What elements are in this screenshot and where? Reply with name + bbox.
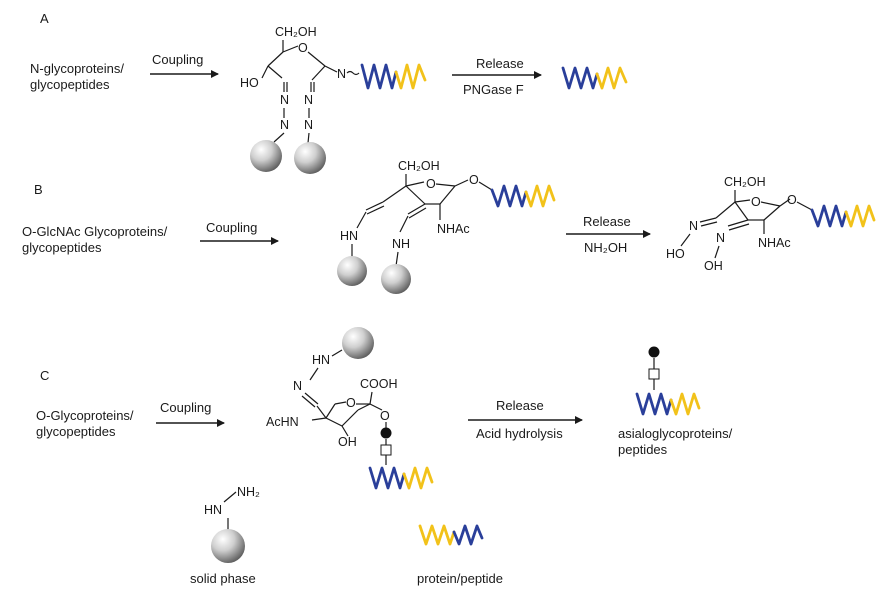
section-a-label: A bbox=[40, 11, 49, 26]
legend-hn: HN bbox=[204, 503, 222, 517]
section-c-product-sugar-dot bbox=[648, 346, 660, 358]
section-b-nh: NH bbox=[392, 237, 410, 251]
section-c-oh: OH bbox=[338, 435, 357, 449]
section-b-bead-1 bbox=[337, 256, 367, 286]
section-b-bead-2 bbox=[381, 264, 411, 294]
legend-solid-phase: NH₂ HN solid phase bbox=[190, 485, 260, 586]
section-a-substrate-line1: N-glycoproteins/ bbox=[30, 61, 124, 76]
legend: NH₂ HN solid phase protein/peptide bbox=[190, 485, 503, 586]
section-b-ring-o: O bbox=[426, 177, 436, 191]
section-c-substrate-line2: glycopeptides bbox=[36, 424, 116, 439]
section-b-release-label: Release bbox=[583, 214, 631, 229]
section-c-n: N bbox=[293, 379, 302, 393]
section-c-product-sugar-square bbox=[648, 368, 660, 380]
section-b-link-o: O bbox=[469, 173, 479, 187]
section-b-hn: HN bbox=[340, 229, 358, 243]
section-a-n3: N bbox=[280, 118, 289, 132]
section-b-product-nhac: NHAc bbox=[758, 236, 791, 250]
section-a-release-reagent: PNGase F bbox=[463, 82, 524, 97]
section-c-product-line2: peptides bbox=[618, 442, 668, 457]
section-a-bead-2 bbox=[294, 142, 326, 174]
section-a-peptide-chain bbox=[360, 63, 427, 90]
section-c-bead bbox=[342, 327, 374, 359]
section-b-substrate-line2: glycopeptides bbox=[22, 240, 102, 255]
section-a-product-peptide bbox=[561, 66, 628, 90]
section-a-ring-o: O bbox=[298, 41, 308, 55]
section-b-product-ring-o: O bbox=[751, 195, 761, 209]
legend-protein-label: protein/peptide bbox=[417, 571, 503, 586]
section-b: B O-GlcNAc Glycoproteins/ glycopeptides … bbox=[22, 159, 876, 294]
section-c-bead-structure: HN N AcHN OH O COOH O bbox=[266, 327, 434, 490]
section-a-coupling-label: Coupling bbox=[152, 52, 203, 67]
section-c-product-peptide bbox=[635, 392, 701, 416]
section-c-cooh: COOH bbox=[360, 377, 398, 391]
section-c: C O-Glycoproteins/ glycopeptides Couplin… bbox=[36, 327, 733, 490]
section-a-n2: N bbox=[280, 93, 289, 107]
section-c-sugar-square bbox=[380, 444, 392, 456]
section-a-n4: N bbox=[304, 93, 313, 107]
section-b-product-peptide bbox=[810, 204, 876, 228]
section-a-n5: N bbox=[304, 118, 313, 132]
section-c-hn: HN bbox=[312, 353, 330, 367]
section-c-label: C bbox=[40, 368, 49, 383]
legend-nh2: NH₂ bbox=[237, 485, 260, 499]
section-b-product-n2: N bbox=[716, 231, 725, 245]
section-c-release-reagent: Acid hydrolysis bbox=[476, 426, 563, 441]
legend-solid-phase-label: solid phase bbox=[190, 571, 256, 586]
section-b-product-oh: OH bbox=[704, 259, 723, 273]
section-c-sugar-dot bbox=[380, 427, 392, 439]
section-c-peptide-chain bbox=[368, 466, 434, 490]
section-b-product-link-o: O bbox=[787, 193, 797, 207]
section-c-link-o: O bbox=[380, 409, 390, 423]
section-b-label: B bbox=[34, 182, 43, 197]
section-a-n-link: N bbox=[337, 67, 346, 81]
section-b-peptide-chain bbox=[490, 184, 556, 208]
section-a-ch2oh: CH₂OH bbox=[275, 25, 317, 39]
section-a: A N-glycoproteins/ glycopeptides Couplin… bbox=[30, 11, 628, 174]
section-b-product-ho: HO bbox=[666, 247, 685, 261]
section-b-product-ch2oh: CH₂OH bbox=[724, 175, 766, 189]
section-c-substrate-line1: O-Glycoproteins/ bbox=[36, 408, 134, 423]
section-c-coupling-label: Coupling bbox=[160, 400, 211, 415]
section-a-bead-1 bbox=[250, 140, 282, 172]
section-c-ring-o: O bbox=[346, 396, 356, 410]
section-b-bead-structure: CH₂OH O O NHAc HN NH bbox=[337, 159, 556, 294]
section-b-release-reagent: NH₂OH bbox=[584, 240, 627, 255]
section-a-release-label: Release bbox=[476, 56, 524, 71]
section-a-bead-structure: CH₂OH O N HO N N N N bbox=[240, 25, 427, 174]
legend-bead bbox=[211, 529, 245, 563]
section-b-ch2oh: CH₂OH bbox=[398, 159, 440, 173]
section-a-ho: HO bbox=[240, 76, 259, 90]
section-b-coupling-label: Coupling bbox=[206, 220, 257, 235]
section-b-product-n1: N bbox=[689, 219, 698, 233]
section-b-product-structure: CH₂OH O O NHAc N HO N OH bbox=[666, 175, 876, 273]
section-b-substrate-line1: O-GlcNAc Glycoproteins/ bbox=[22, 224, 168, 239]
section-c-release-label: Release bbox=[496, 398, 544, 413]
section-a-substrate-line2: glycopeptides bbox=[30, 77, 110, 92]
section-c-achn: AcHN bbox=[266, 415, 299, 429]
legend-protein: protein/peptide bbox=[417, 524, 503, 586]
section-c-product: asialoglycoproteins/ peptides bbox=[618, 346, 733, 457]
section-c-product-line1: asialoglycoproteins/ bbox=[618, 426, 733, 441]
section-b-nhac: NHAc bbox=[437, 222, 470, 236]
